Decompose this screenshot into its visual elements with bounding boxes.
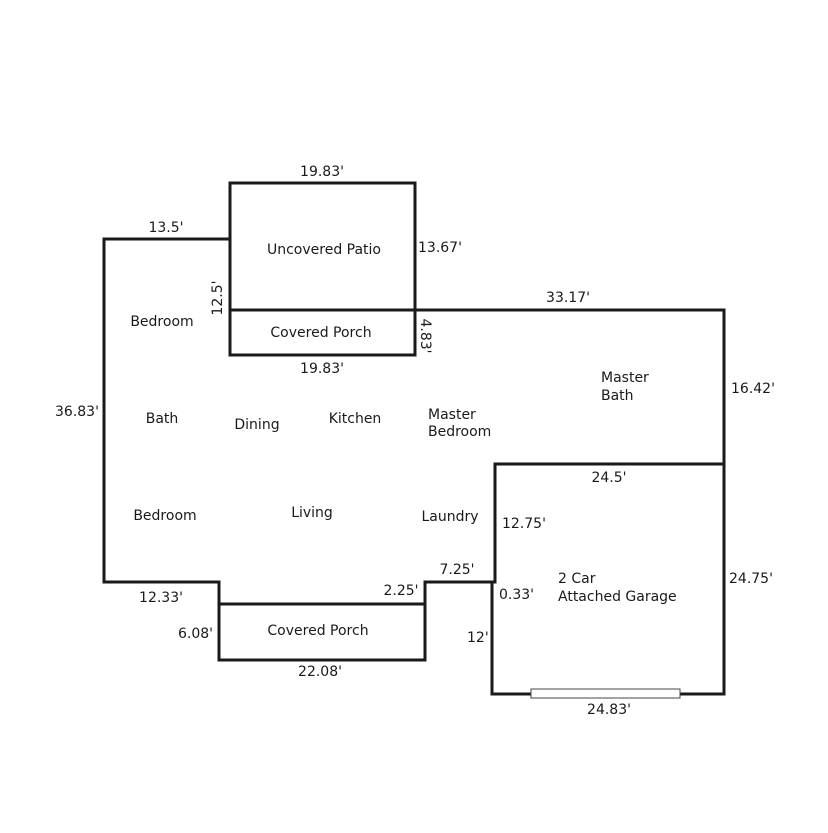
room-label-master-bath-line2: Bath xyxy=(601,388,634,404)
room-label-living: Living xyxy=(291,505,333,521)
garage-wall xyxy=(490,462,726,696)
dim-garage-right: 24.75' xyxy=(729,571,773,587)
garage-door xyxy=(530,688,681,699)
covered-porch-top-wall xyxy=(228,308,417,357)
room-label-bedroom-bottom: Bedroom xyxy=(133,508,196,524)
room-label-master-bedroom-line2: Bedroom xyxy=(428,424,491,440)
room-label-master-bedroom-line1: Master xyxy=(428,407,476,423)
dim-house-right: 16.42' xyxy=(731,381,775,397)
room-label-garage-line2: Attached Garage xyxy=(558,589,677,605)
dim-garage-left-upper: 12.75' xyxy=(502,516,546,532)
dim-porch-top-right: 4.83' xyxy=(417,318,433,353)
house-right-wall xyxy=(413,308,726,696)
room-label-bath: Bath xyxy=(146,411,179,427)
dim-porch-bottom-left: 6.08' xyxy=(178,626,213,642)
dim-patio-right: 13.67' xyxy=(418,240,462,256)
room-label-bedroom-top: Bedroom xyxy=(130,314,193,330)
covered-porch-bottom-wall xyxy=(217,602,427,662)
dim-patio-left: 12.5' xyxy=(210,280,226,315)
room-label-uncovered-patio: Uncovered Patio xyxy=(267,242,381,258)
room-label-kitchen: Kitchen xyxy=(329,411,382,427)
dim-garage-left-mid: 0.33' xyxy=(499,587,534,603)
dim-house-left: 36.83' xyxy=(55,404,99,420)
room-label-covered-porch-bottom: Covered Porch xyxy=(267,623,368,639)
dim-porch-bottom-bottom: 22.08' xyxy=(298,664,342,680)
dim-garage-bottom: 24.83' xyxy=(587,702,631,718)
room-labels: Uncovered Patio Covered Porch Bedroom Ba… xyxy=(130,242,676,639)
dim-garage-top: 24.5' xyxy=(591,470,626,486)
room-label-dining: Dining xyxy=(234,417,279,433)
dim-house-top-right: 33.17' xyxy=(546,290,590,306)
dim-porch-bottom-right: 2.25' xyxy=(383,583,418,599)
room-label-laundry: Laundry xyxy=(421,509,478,525)
house-outline-wall xyxy=(102,237,494,606)
dim-garage-left-lower: 12' xyxy=(467,630,489,646)
dimension-labels: 19.83' 13.67' 12.5' 19.83' 4.83' 13.5' 3… xyxy=(55,164,775,718)
dim-patio-top: 19.83' xyxy=(300,164,344,180)
walls xyxy=(102,181,726,699)
dim-laundry-jog: 7.25' xyxy=(439,562,474,578)
dim-porch-top-bottom: 19.83' xyxy=(300,361,344,377)
dim-house-top-left: 13.5' xyxy=(148,220,183,236)
room-label-master-bath-line1: Master xyxy=(601,370,649,386)
room-label-covered-porch-top: Covered Porch xyxy=(270,325,371,341)
dim-bottom-left: 12.33' xyxy=(139,590,183,606)
room-label-garage-line1: 2 Car xyxy=(558,571,596,587)
